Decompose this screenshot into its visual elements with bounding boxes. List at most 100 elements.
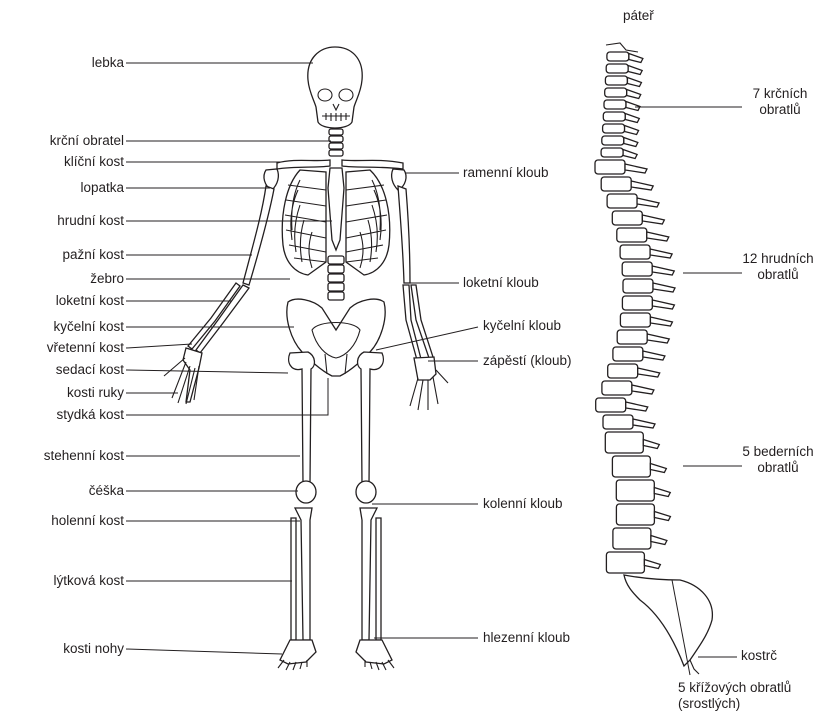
label-humerus: pažní kost xyxy=(62,247,124,263)
vertebra-process xyxy=(650,249,672,258)
sacrum-shape xyxy=(624,575,712,666)
label-lumbar-line1: 5 bederních xyxy=(732,444,824,460)
vertebra-process xyxy=(647,334,669,343)
vertebra-body xyxy=(602,381,632,395)
vertebra-process xyxy=(631,181,653,190)
label-thoracic-line1: 12 hrudních xyxy=(732,251,824,267)
vertebra-process xyxy=(653,283,675,292)
label-shoulder-joint: ramenní kloub xyxy=(463,165,549,181)
vertebra-body xyxy=(617,330,647,344)
vertebra-body xyxy=(605,76,627,85)
vertebra-process xyxy=(623,150,637,159)
vertebra-process xyxy=(627,78,641,87)
vertebra-process xyxy=(625,164,647,173)
label-ischium: sedací kost xyxy=(56,362,124,378)
vertebra-process xyxy=(638,368,660,377)
vertebra-process xyxy=(652,266,674,275)
vertebra-process xyxy=(629,54,643,63)
label-femur: stehenní kost xyxy=(44,448,124,464)
label-ankle-joint: hlezenní kloub xyxy=(483,630,570,646)
skeleton-figure xyxy=(164,47,448,670)
vertebra-body xyxy=(613,528,651,549)
vertebra-process xyxy=(643,440,659,449)
vertebra-body xyxy=(612,211,642,225)
label-sternum: hrudní kost xyxy=(57,213,124,229)
vertebra-body xyxy=(604,100,626,109)
vertebra-body xyxy=(601,177,631,191)
vertebra-process xyxy=(625,126,639,135)
label-cervical-group: 7 krčních obratlů xyxy=(740,86,820,118)
vertebra-process xyxy=(627,90,641,99)
vertebra-process xyxy=(652,300,674,309)
vertebra-process xyxy=(624,138,638,147)
vertebra-body xyxy=(605,88,627,97)
vertebra-body xyxy=(603,415,633,429)
vertebra-process xyxy=(650,464,666,473)
vertebra-body xyxy=(612,456,650,477)
vertebra-process xyxy=(647,232,669,241)
label-thoracic-group: 12 hrudních obratlů xyxy=(732,251,824,283)
label-fibula: lýtková kost xyxy=(53,573,124,589)
vertebra-body xyxy=(608,364,638,378)
label-wrist-joint: zápěstí (kloub) xyxy=(483,353,572,369)
vertebra-body xyxy=(606,552,644,573)
label-elbow-joint: loketní kloub xyxy=(463,275,539,291)
label-lumbar-group: 5 bederních obratlů xyxy=(732,444,824,476)
label-cervical-vertebra: krční obratel xyxy=(50,133,124,149)
label-tibia: holenní kost xyxy=(51,513,124,529)
label-thoracic-line2: obratlů xyxy=(732,267,824,283)
label-cervical-line2: obratlů xyxy=(740,102,820,118)
vertebra-body xyxy=(606,64,628,73)
vertebra-body xyxy=(607,52,629,61)
label-coccyx: kostrč xyxy=(741,648,777,664)
vertebra-body xyxy=(620,245,650,259)
vertebra-body xyxy=(607,194,637,208)
label-sacral-line2: (srostlých) xyxy=(678,696,791,712)
vertebra-body xyxy=(623,279,653,293)
label-sacral-line1: 5 křížových obratlů xyxy=(678,680,791,696)
vertebra-process xyxy=(625,114,639,123)
vertebra-process xyxy=(642,215,664,224)
vertebra-body xyxy=(622,262,652,276)
vertebra-body xyxy=(605,432,643,453)
label-hand-bones: kosti ruky xyxy=(67,385,124,401)
vertebra-body xyxy=(613,347,643,361)
spine-figure xyxy=(595,43,712,674)
label-radius: vřetenní kost xyxy=(47,340,124,356)
label-sacral-group: 5 křížových obratlů (srostlých) xyxy=(678,680,791,712)
label-cervical-line1: 7 krčních xyxy=(740,86,820,102)
vertebra-process xyxy=(651,536,667,545)
vertebra-body xyxy=(602,136,624,145)
vertebra-body xyxy=(620,313,650,327)
vertebra-process xyxy=(654,512,670,521)
vertebra-process xyxy=(632,385,654,394)
label-clavicle: klíční kost xyxy=(64,154,124,170)
label-ulna: loketní kost xyxy=(56,293,124,309)
vertebra-process xyxy=(626,402,648,411)
vertebra-body xyxy=(601,148,623,157)
vertebra-process xyxy=(654,488,670,497)
vertebra-process xyxy=(650,317,672,326)
vertebra-body xyxy=(622,296,652,310)
label-lumbar-line2: obratlů xyxy=(732,460,824,476)
label-patella: čéška xyxy=(89,483,124,499)
label-spine-title: páteř xyxy=(623,8,654,24)
vertebra-body xyxy=(603,112,625,121)
label-pubis: stydká kost xyxy=(56,407,124,423)
vertebra-body xyxy=(603,124,625,133)
label-rib: žebro xyxy=(90,271,124,287)
vertebra-process xyxy=(643,351,665,360)
vertebra-body xyxy=(596,398,626,412)
vertebra-body xyxy=(616,504,654,525)
label-hip-joint: kyčelní kloub xyxy=(483,318,561,334)
vertebra-process xyxy=(637,198,659,207)
label-foot-bones: kosti nohy xyxy=(63,641,124,657)
vertebra-body xyxy=(616,480,654,501)
vertebra-process xyxy=(628,66,642,75)
label-skull: lebka xyxy=(92,55,124,71)
label-ilium: kyčelní kost xyxy=(53,319,124,335)
vertebra-process xyxy=(626,102,640,111)
vertebra-process xyxy=(633,419,655,428)
